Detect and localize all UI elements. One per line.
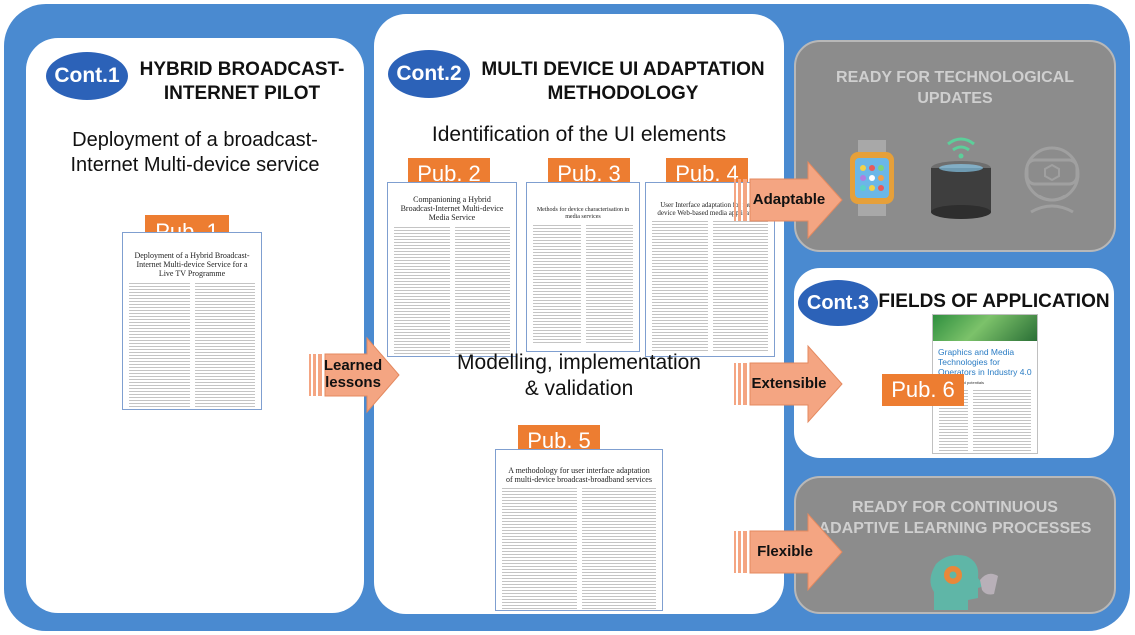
ready-learning-title: READY FOR CONTINUOUS ADAPTIVE LEARNING P… bbox=[818, 499, 1092, 537]
pub3-document: Methods for device characterisation in m… bbox=[526, 182, 640, 352]
flexible-arrow bbox=[734, 512, 843, 592]
cont2-title: MULTI DEVICE UI ADAPTATION METHODOLOGY bbox=[481, 59, 765, 104]
pub5-title: A methodology for user interface adaptat… bbox=[506, 466, 652, 485]
learned-lessons-arrow bbox=[309, 336, 400, 414]
cont3-card: Cont.3 FIELDS OF APPLICATION Graphics an… bbox=[794, 268, 1114, 458]
cont1-card: Cont.1 HYBRID BROADCAST- INTERNET PILOT … bbox=[26, 38, 364, 613]
pub3-title: Methods for device characterisation in m… bbox=[536, 207, 630, 220]
adaptable-arrow bbox=[734, 160, 843, 240]
cont2-subtitle2: Modelling, implementation & validation bbox=[457, 351, 701, 401]
vr-headset-icon bbox=[1024, 146, 1080, 214]
head-learning-icon bbox=[930, 555, 998, 610]
pub4-document: User Interface adaptation for multi-devi… bbox=[645, 182, 775, 357]
cont2-subtitle1: Identification of the UI elements bbox=[431, 123, 727, 146]
pub1-document: Deployment of a Hybrid Broadcast-Interne… bbox=[122, 232, 262, 410]
ready-learning-card: READY FOR CONTINUOUS ADAPTIVE LEARNING P… bbox=[794, 476, 1116, 614]
pub2-document: Companioning a Hybrid Broadcast-Internet… bbox=[387, 182, 517, 357]
cont1-badge: Cont.1 bbox=[46, 52, 128, 100]
cont1-title: HYBRID BROADCAST- INTERNET PILOT bbox=[139, 59, 345, 104]
smartwatch-icon bbox=[850, 140, 894, 216]
ready-tech-title: READY FOR TECHNOLOGICAL UPDATES bbox=[836, 69, 1074, 107]
pub5-document: A methodology for user interface adaptat… bbox=[495, 449, 663, 611]
pub2-title: Companioning a Hybrid Broadcast-Internet… bbox=[400, 195, 504, 223]
flexible-label: Flexible bbox=[757, 543, 813, 560]
adaptable-label: Adaptable bbox=[752, 191, 826, 208]
cont2-badge: Cont.2 bbox=[388, 50, 470, 98]
pub6-cover-banner bbox=[933, 315, 1037, 341]
ready-tech-card: READY FOR TECHNOLOGICAL UPDATES bbox=[794, 40, 1116, 252]
pub4-title: User Interface adaptation for multi-devi… bbox=[657, 201, 763, 218]
cont1-subtitle: Deployment of a broadcast- Internet Mult… bbox=[70, 129, 320, 176]
cont3-title: FIELDS OF APPLICATION bbox=[878, 291, 1110, 312]
pub6-label: Pub. 6 bbox=[882, 374, 964, 406]
extensible-arrow bbox=[734, 344, 843, 424]
cont2-card: Cont.2 MULTI DEVICE UI ADAPTATION METHOD… bbox=[374, 14, 784, 614]
learned-lessons-label: Learned lessons bbox=[323, 357, 383, 392]
extensible-label: Extensible bbox=[751, 375, 827, 392]
smart-speaker-icon bbox=[931, 137, 991, 219]
pub6-title: Graphics and Media Technologies for Oper… bbox=[938, 347, 1032, 378]
cont3-badge: Cont.3 bbox=[798, 280, 878, 326]
pub1-title: Deployment of a Hybrid Broadcast-Interne… bbox=[134, 251, 250, 279]
